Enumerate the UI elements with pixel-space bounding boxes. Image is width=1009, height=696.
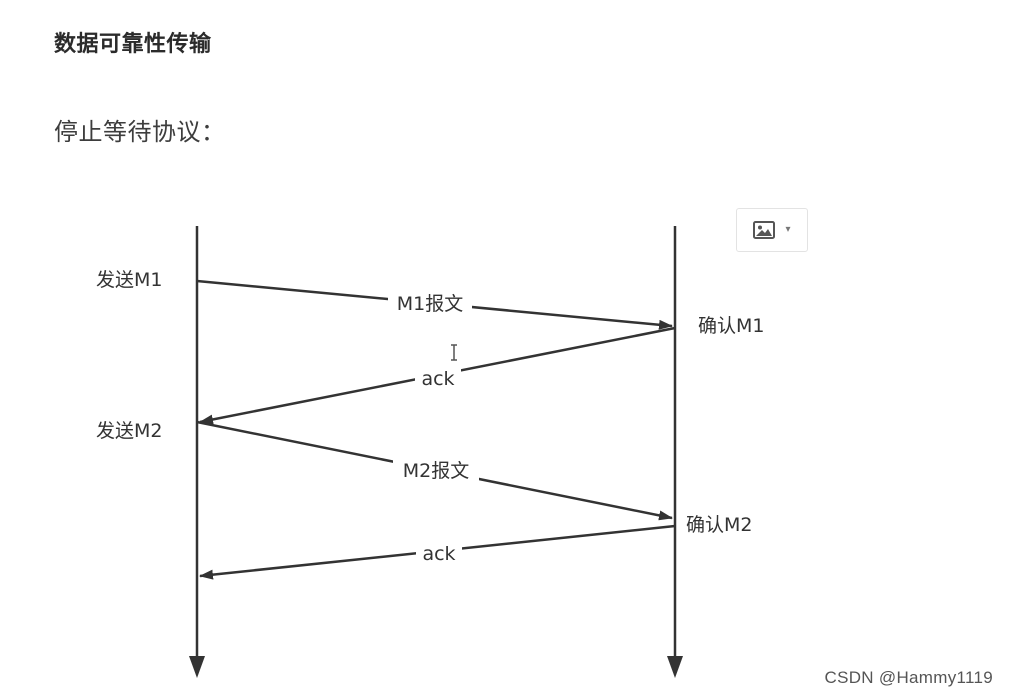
confirm-m2-label: 确认M2 (686, 514, 752, 536)
ack1-label: ack (421, 368, 454, 390)
chevron-down-icon[interactable]: ▾ (785, 224, 791, 235)
m1-message-label: M1报文 (397, 293, 463, 315)
section-heading: 数据可靠性传输 (54, 32, 212, 57)
sender-timeline-arrow (189, 656, 205, 678)
receiver-timeline-arrow (667, 656, 683, 678)
text-cursor-icon (451, 344, 457, 361)
protocol-title: 停止等待协议： (54, 118, 226, 146)
m2-message-label: M2报文 (403, 460, 469, 482)
watermark: CSDN @Hammy1119 (824, 668, 993, 687)
send-m2-label: 发送M2 (96, 420, 162, 442)
image-icon (753, 221, 776, 239)
image-options-button[interactable]: ▾ (736, 208, 808, 252)
confirm-m1-label: 确认M1 (698, 315, 764, 337)
send-m1-label: 发送M1 (96, 269, 162, 291)
ack2-label: ack (422, 543, 455, 565)
